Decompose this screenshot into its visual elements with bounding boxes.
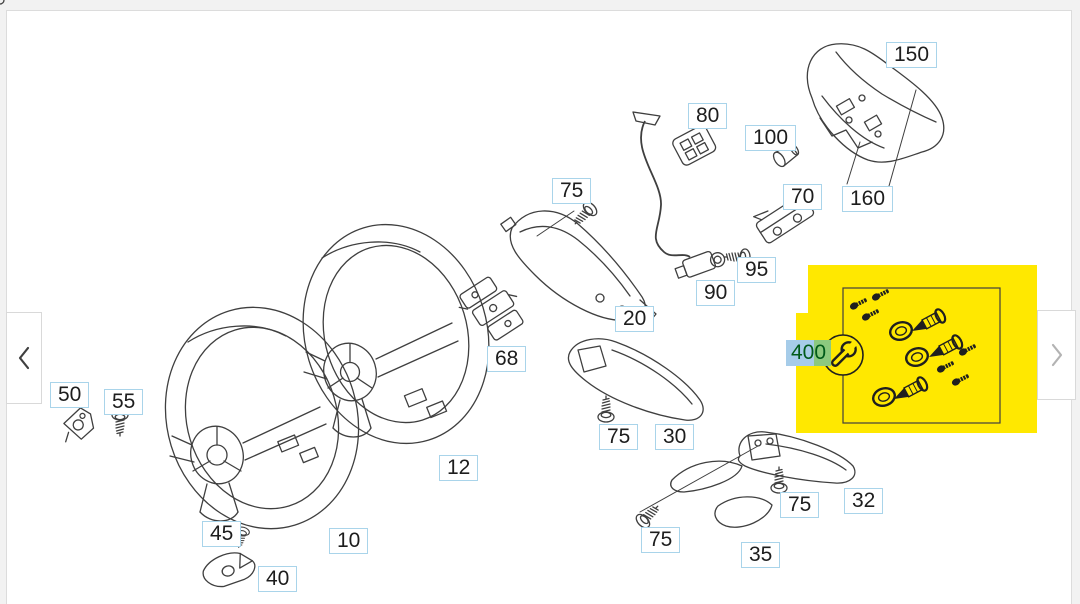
part-75-screw-mid — [597, 395, 615, 423]
part-label-100[interactable]: 100 — [745, 125, 797, 151]
part-label-45[interactable]: 45 — [202, 521, 242, 547]
part-label-80[interactable]: 80 — [688, 103, 728, 129]
part-20-drawing — [0, 0, 657, 327]
part-label-75a[interactable]: 75 — [552, 178, 592, 204]
part-75-screw-bottom-left — [633, 499, 665, 531]
part-40-drawing — [202, 552, 256, 588]
part-75-screw-top — [568, 199, 600, 231]
part-150-drawing — [806, 43, 945, 187]
part-label-30[interactable]: 30 — [655, 424, 695, 450]
part-label-35[interactable]: 35 — [741, 542, 781, 568]
part-32-drawing — [639, 431, 856, 513]
part-68-drawing — [458, 276, 524, 341]
chevron-right-icon — [1051, 343, 1062, 367]
part-label-12[interactable]: 12 — [439, 455, 479, 481]
part-30-drawing — [567, 338, 704, 421]
part-75-screw-bottom-right — [770, 466, 788, 494]
part-label-68[interactable]: 68 — [487, 346, 527, 372]
prev-page-button[interactable] — [6, 312, 42, 404]
part-80-drawing — [672, 124, 717, 166]
part-10-drawing — [164, 306, 360, 530]
part-label-20[interactable]: 20 — [615, 306, 655, 332]
next-page-button[interactable] — [1037, 310, 1076, 400]
part-12-drawing — [302, 223, 490, 445]
wrench-icon — [822, 334, 864, 376]
part-label-90[interactable]: 90 — [696, 280, 736, 306]
part-label-75c[interactable]: 75 — [641, 527, 681, 553]
part-label-70[interactable]: 70 — [783, 184, 823, 210]
part-label-400-selected[interactable]: 400 — [786, 340, 832, 366]
part-label-75d[interactable]: 75 — [780, 492, 820, 518]
part-35-drawing — [670, 460, 773, 528]
part-label-75b[interactable]: 75 — [599, 424, 639, 450]
part-label-32[interactable]: 32 — [844, 488, 884, 514]
part-label-50[interactable]: 50 — [50, 382, 90, 408]
part-label-40[interactable]: 40 — [258, 566, 298, 592]
part-label-150[interactable]: 150 — [886, 42, 938, 68]
part-90-drawing — [632, 111, 726, 279]
part-50-drawing — [63, 407, 95, 443]
part-label-55[interactable]: 55 — [104, 389, 144, 415]
part-label-10[interactable]: 10 — [329, 528, 369, 554]
part-label-160[interactable]: 160 — [842, 186, 894, 212]
part-label-95[interactable]: 95 — [737, 257, 777, 283]
chevron-left-icon — [18, 346, 30, 370]
